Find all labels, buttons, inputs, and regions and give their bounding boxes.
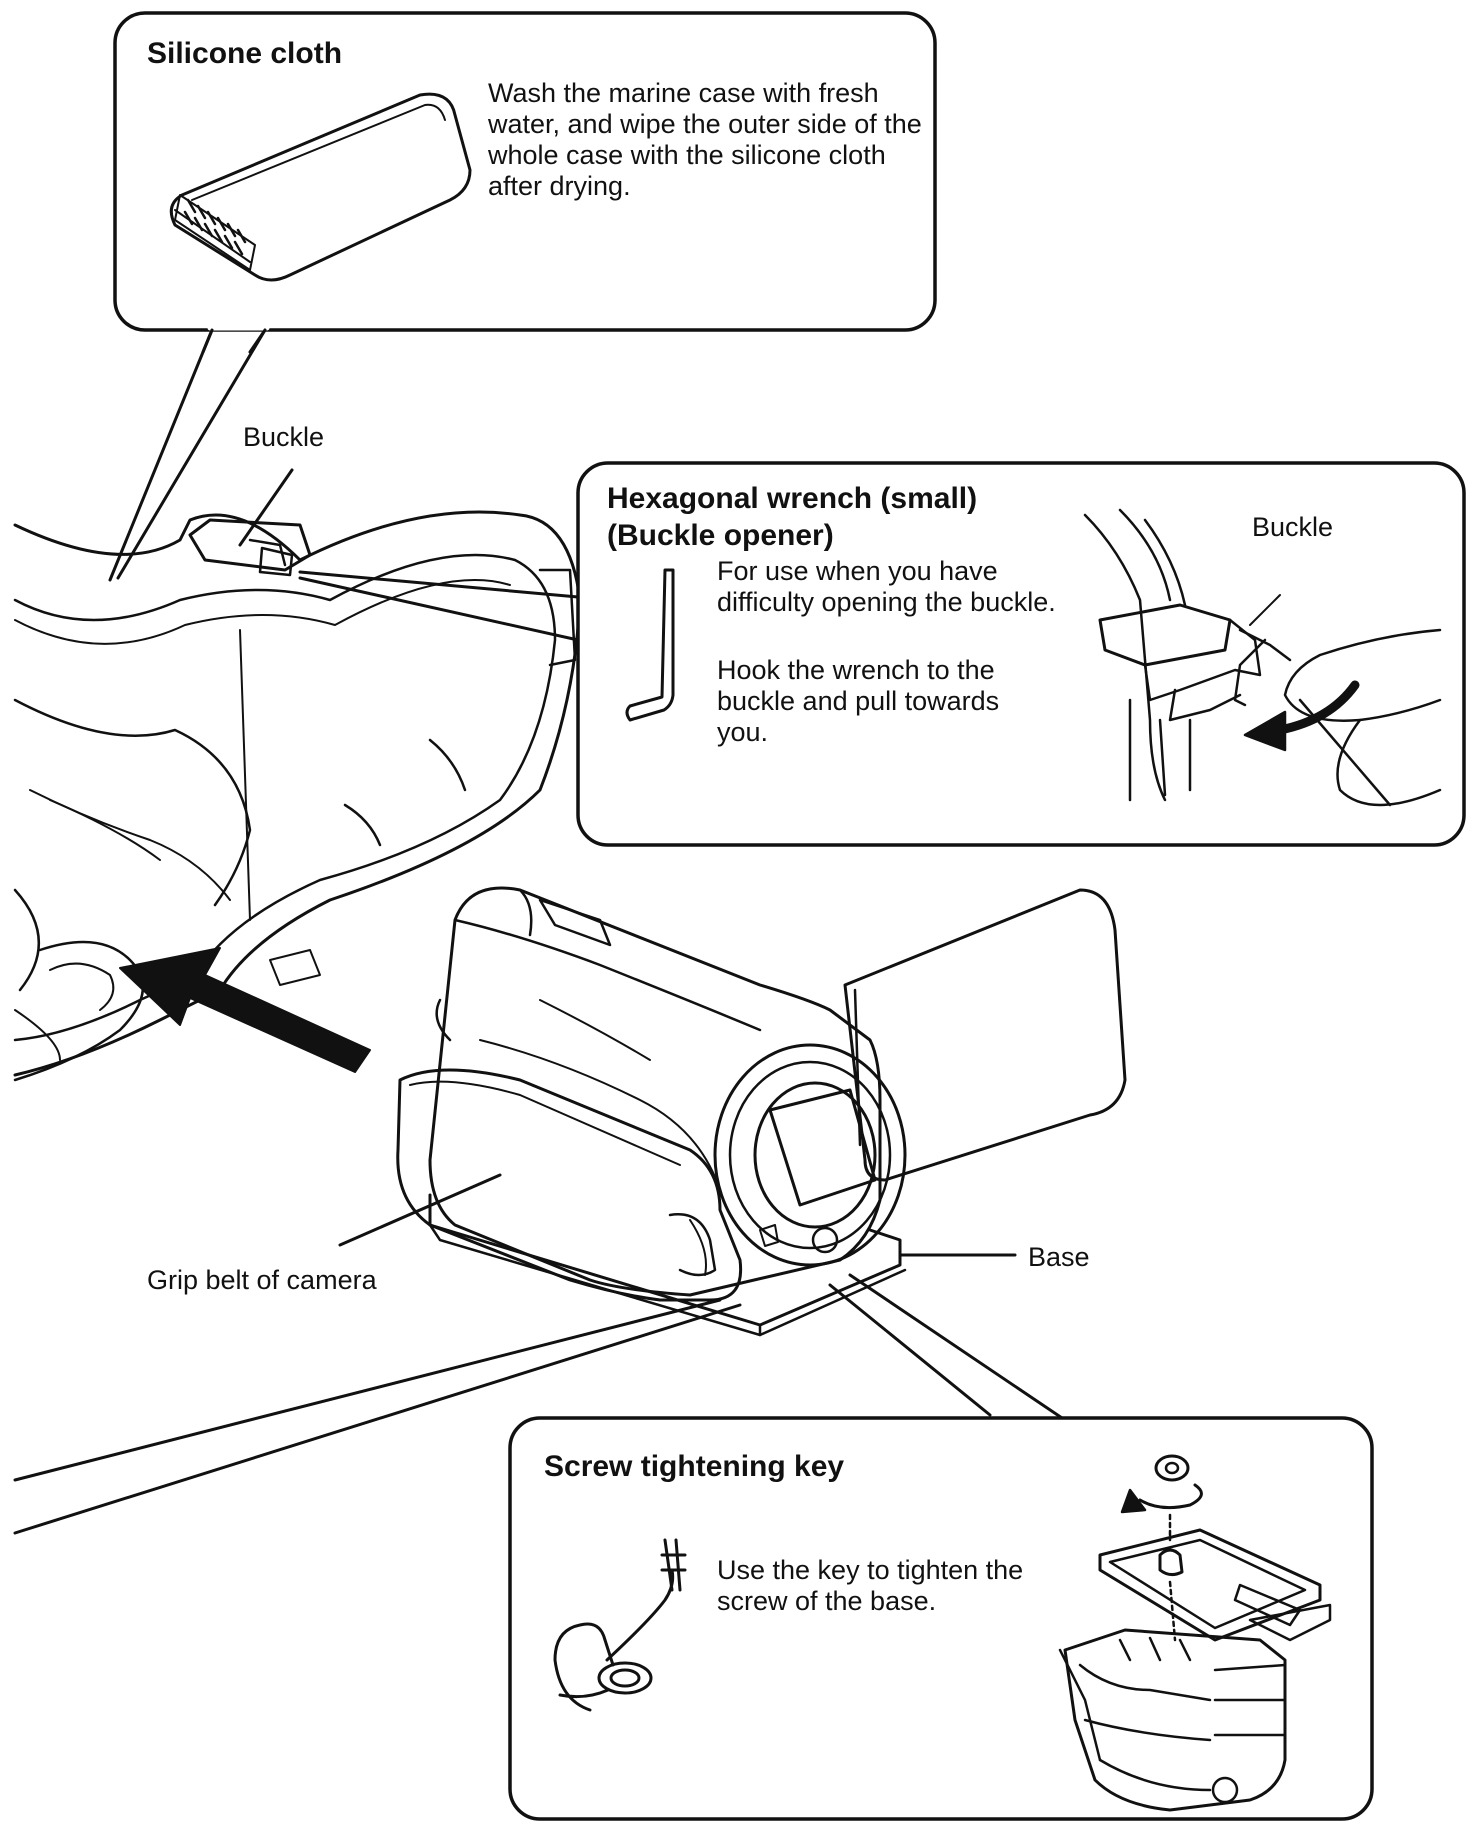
grip-belt-label: Grip belt of camera <box>147 1265 377 1295</box>
silicone-cloth-callout-box <box>113 11 937 332</box>
hex-wrench-instruction-text: Hook the wrench to the buckle and pull t… <box>717 655 1000 747</box>
camcorder <box>396 886 1127 1337</box>
screw-key-description: Use the key to tighten the screw of the … <box>717 1555 1024 1616</box>
screw-key-callout-box <box>508 1416 1374 1821</box>
screw-key-icon <box>553 1538 687 1712</box>
insert-arrow <box>119 947 371 1073</box>
base-label: Base <box>1028 1242 1090 1272</box>
base-plate-inset-drawing <box>1058 1454 1332 1812</box>
silicone-cloth-description: Wash the marine case with fresh water, a… <box>488 78 922 201</box>
hex-wrench-callout-box <box>576 461 1466 847</box>
marine-case <box>13 510 582 1082</box>
silicone-cloth-title: Silicone cloth <box>147 37 343 70</box>
leader-lines <box>13 328 1067 1535</box>
buckle-inset-drawing <box>1083 508 1442 807</box>
hex-wrench-usage-text: For use when you have difficulty opening… <box>717 556 1056 617</box>
buckle-label: Buckle <box>243 422 325 452</box>
buckle-inset-label: Buckle <box>1252 512 1334 542</box>
hex-wrench-title-line1: Hexagonal wrench (small) <box>607 482 978 515</box>
hex-wrench-icon <box>625 568 675 722</box>
hex-wrench-title-line2: (Buckle opener) <box>607 519 834 552</box>
screw-key-title: Screw tightening key <box>544 1450 845 1483</box>
silicone-cloth-icon <box>169 92 472 282</box>
